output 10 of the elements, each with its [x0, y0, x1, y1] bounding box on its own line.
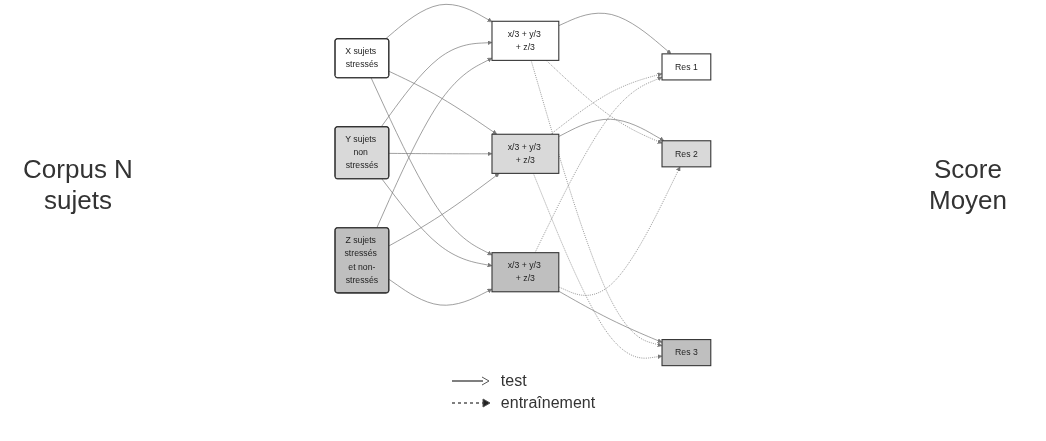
node-box: Res 2 — [661, 140, 712, 168]
node-box: x/3 + y/3 + z/3 — [491, 252, 560, 293]
legend-text: entraînement — [500, 394, 596, 412]
legend-text: test — [500, 372, 527, 390]
node-box: x/3 + y/3 + z/3 — [491, 20, 560, 61]
node-box: x/3 + y/3 + z/3 — [491, 133, 560, 174]
side-label: Corpus N sujets — [23, 154, 133, 215]
node-box: Res 1 — [661, 53, 712, 81]
node-box: Res 3 — [661, 339, 712, 367]
side-label: Score Moyen — [928, 154, 1007, 215]
